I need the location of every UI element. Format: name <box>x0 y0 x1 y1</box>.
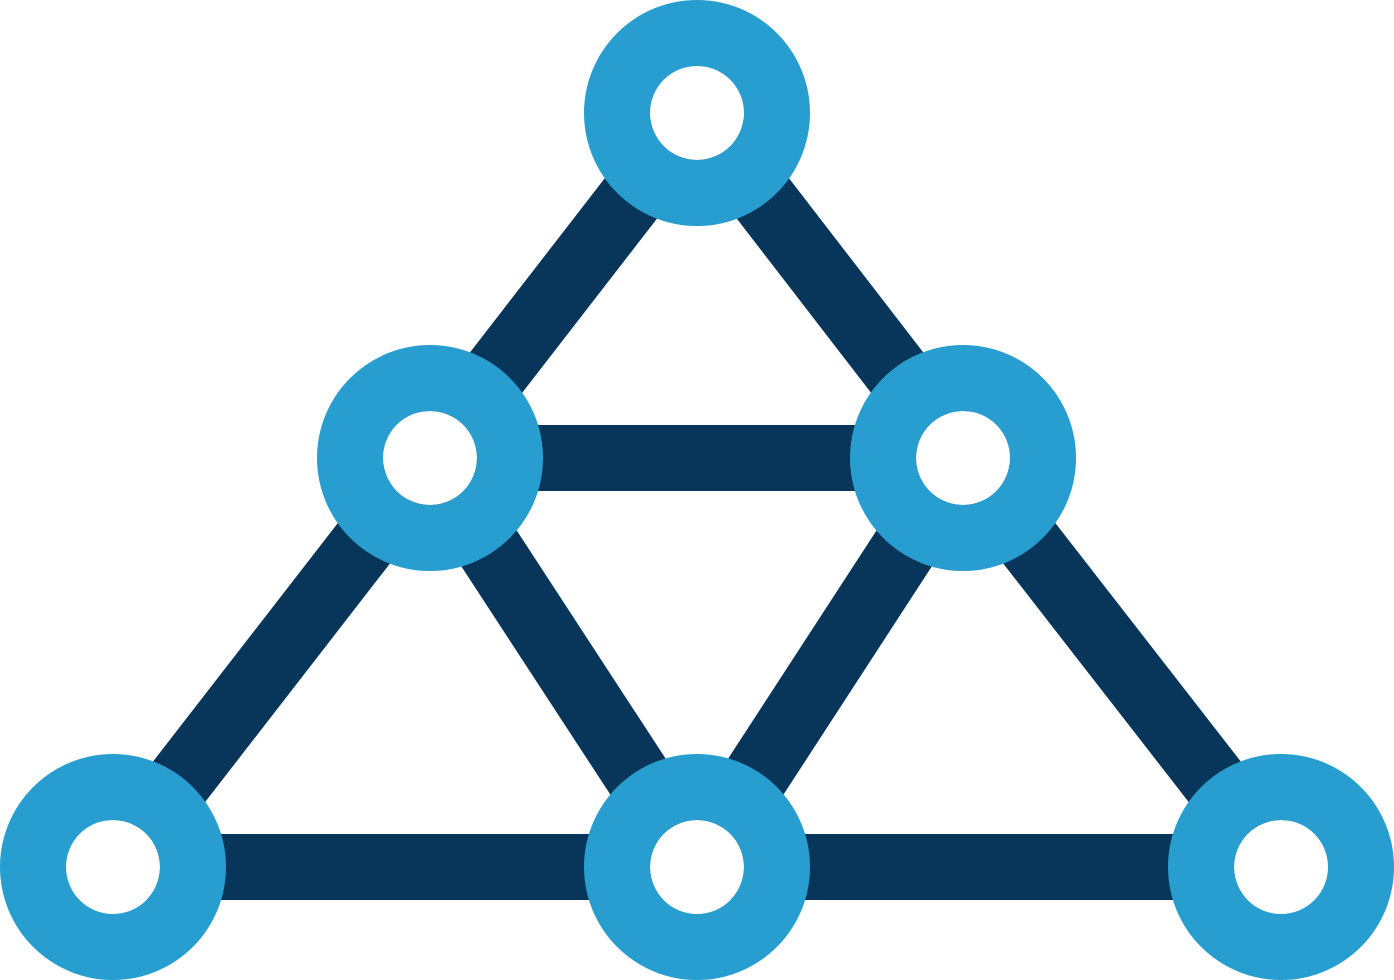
node-center <box>650 820 744 914</box>
node-top <box>584 0 810 226</box>
node-ring <box>850 345 1076 571</box>
node-center <box>383 411 477 505</box>
node-middle-left <box>317 345 543 571</box>
node-ring <box>1168 754 1394 980</box>
node-bottom-center <box>584 754 810 980</box>
node-ring <box>584 754 810 980</box>
node-bottom-left <box>0 754 226 980</box>
node-middle-right <box>850 345 1076 571</box>
node-ring <box>584 0 810 226</box>
node-center <box>650 66 744 160</box>
node-center <box>1234 820 1328 914</box>
node-ring <box>0 754 226 980</box>
node-center <box>916 411 1010 505</box>
node-bottom-right <box>1168 754 1394 980</box>
edges-layer <box>86 92 1308 900</box>
node-ring <box>317 345 543 571</box>
node-center <box>66 820 160 914</box>
